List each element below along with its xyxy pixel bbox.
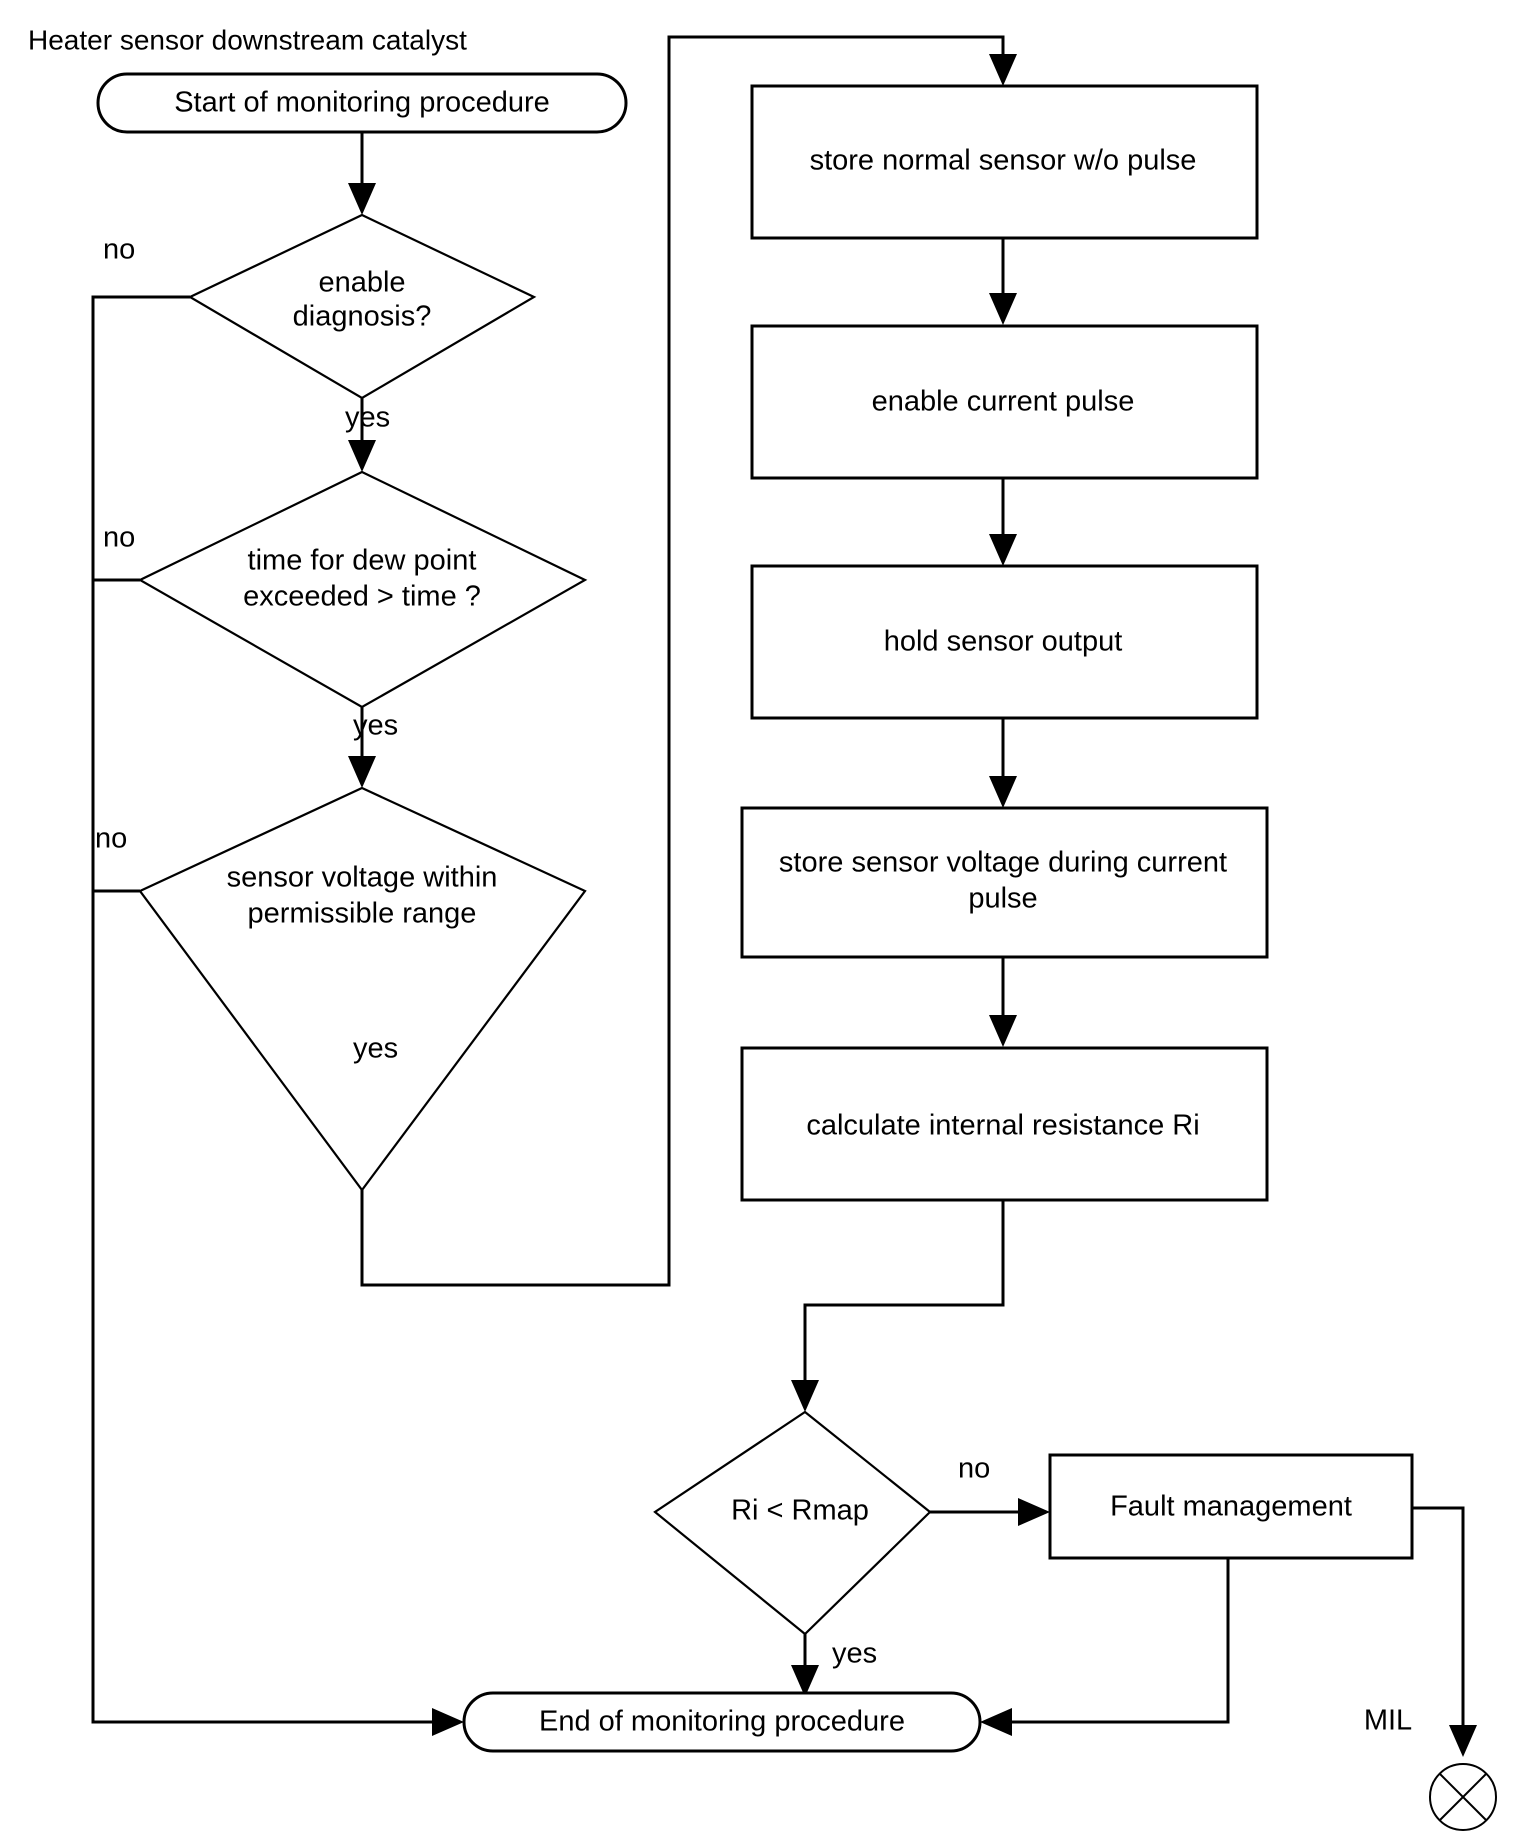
connector-p5-to-d4 (803, 1200, 1005, 1390)
process4-label-line2: pulse (968, 883, 1037, 915)
process3-shape (750, 564, 1259, 720)
arrowhead-p5-to-d4 (791, 1380, 819, 1412)
process2-shape (750, 324, 1259, 480)
fault-label: Fault management (1110, 1491, 1352, 1523)
diagram-title: Heater sensor downstream catalyst (28, 24, 467, 55)
node-process-enable-current-pulse[interactable]: enable current pulse (750, 324, 1259, 480)
edge-label-d3-yes: yes (353, 1033, 398, 1065)
edge-label-d1-yes: yes (345, 402, 390, 434)
node-start[interactable]: Start of monitoring procedure (96, 72, 628, 134)
process4-label-line1: store sensor voltage during current (779, 847, 1227, 879)
edge-label-d4-no: no (958, 1453, 990, 1485)
edge-label-d4-yes: yes (832, 1638, 877, 1670)
process1-shape (750, 84, 1259, 240)
decision2-label-line2: exceeded > time ? (243, 581, 481, 613)
arrowhead-d2-to-d3 (348, 756, 376, 788)
node-process-calculate-ri[interactable]: calculate internal resistance Ri (740, 1046, 1269, 1202)
process4-shape (740, 806, 1269, 959)
decision3-shape (138, 786, 587, 1192)
mil-cross-line-2 (1439, 1773, 1487, 1821)
edge-label-d1-no: no (103, 234, 135, 266)
arrowhead-d4-yes-to-end (791, 1665, 819, 1697)
process2-label: enable current pulse (872, 386, 1135, 418)
decision1-label-line2: diagnosis? (293, 301, 432, 333)
arrowhead-fault-to-end (980, 1708, 1012, 1736)
node-process-hold-sensor-output[interactable]: hold sensor output (750, 564, 1259, 720)
node-process-store-normal-sensor[interactable]: store normal sensor w/o pulse (750, 84, 1259, 240)
node-process-store-sensor-voltage[interactable]: store sensor voltage during current puls… (740, 806, 1269, 959)
decision3-label-line1: sensor voltage within (227, 862, 498, 894)
decision3-label-line2: permissible range (248, 898, 477, 930)
node-process-fault-management[interactable]: Fault management (1048, 1453, 1414, 1560)
process1-label: store normal sensor w/o pulse (810, 145, 1197, 177)
decision2-label-line1: time for dew point (248, 545, 477, 577)
mil-label: MIL (1364, 1705, 1412, 1737)
arrowhead-p4-to-p5 (989, 1015, 1017, 1047)
connector-d1-no (91, 295, 445, 1724)
edge-label-d2-yes: yes (353, 710, 398, 742)
node-decision-enable-diagnosis[interactable]: enable diagnosis? (187, 213, 537, 400)
mil-lamp-icon (1429, 1763, 1497, 1831)
process5-shape (740, 1046, 1269, 1202)
decision2-shape (137, 470, 588, 709)
decision1-shape (187, 213, 537, 400)
decision4-label: Ri < Rmap (731, 1495, 869, 1527)
arrowhead-fault-to-mil (1449, 1725, 1477, 1757)
decision1-label-line1: enable (318, 267, 405, 299)
arrowhead-p1-to-p2 (989, 293, 1017, 325)
start-shape (96, 72, 628, 134)
node-decision-dew-point[interactable]: time for dew point exceeded > time ? (137, 470, 588, 709)
node-decision-ri-rmap[interactable]: Ri < Rmap (653, 1410, 932, 1636)
fault-shape (1048, 1453, 1414, 1560)
node-decision-sensor-voltage[interactable]: sensor voltage within permissible range (138, 786, 587, 1192)
arrowhead-left-rail-to-end (432, 1708, 464, 1736)
process3-label: hold sensor output (884, 626, 1123, 658)
end-shape (462, 1691, 982, 1753)
decision4-shape (653, 1410, 932, 1636)
arrowhead-p3-to-p4 (989, 776, 1017, 808)
arrowhead-loop-to-p1 (989, 54, 1017, 86)
process5-label: calculate internal resistance Ri (806, 1110, 1199, 1142)
node-end[interactable]: End of monitoring procedure (462, 1691, 982, 1753)
end-label: End of monitoring procedure (539, 1706, 905, 1738)
start-label: Start of monitoring procedure (174, 87, 550, 119)
arrowhead-d1-to-d2 (348, 440, 376, 472)
connector-d3-yes-loop (360, 35, 1005, 1287)
edge-label-d3-no: no (95, 823, 127, 855)
connector-fault-to-end (1000, 1558, 1230, 1724)
arrowhead-start-to-d1 (348, 183, 376, 215)
edge-label-d2-no: no (103, 522, 135, 554)
arrowhead-d4-no-to-fault (1018, 1498, 1050, 1526)
connector-fault-to-mil (1412, 1506, 1465, 1735)
arrowhead-p2-to-p3 (989, 534, 1017, 566)
